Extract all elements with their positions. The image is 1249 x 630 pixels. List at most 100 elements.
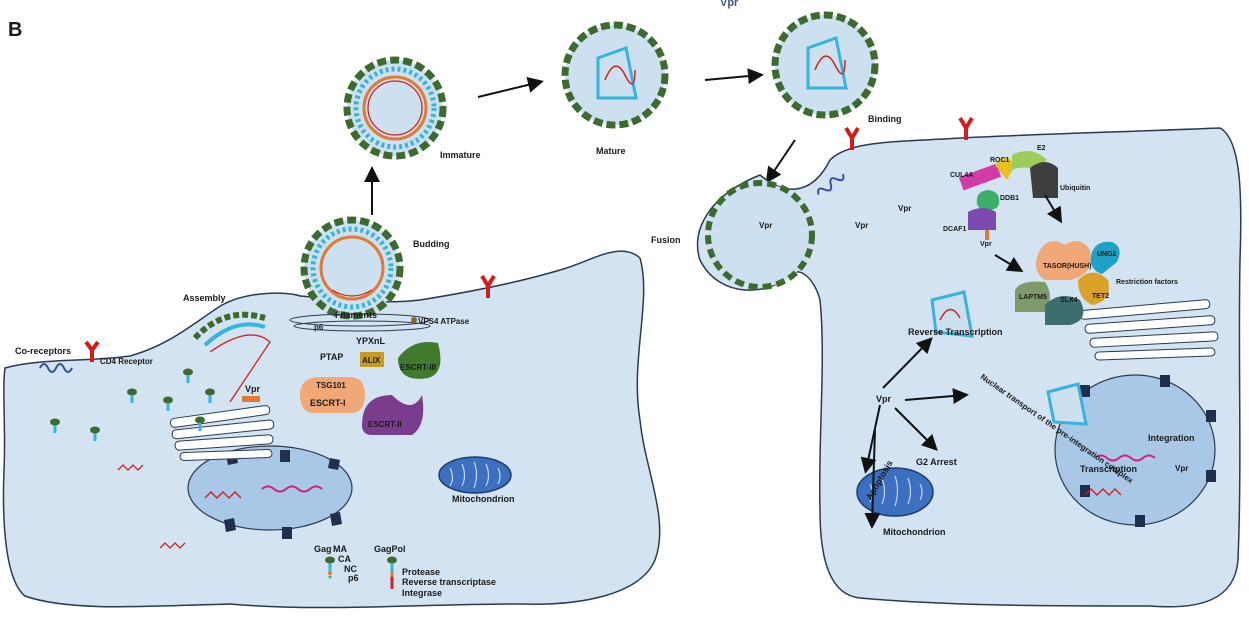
label-mature: Mature <box>596 146 626 156</box>
left-mitochondrion <box>438 456 512 494</box>
label-ung2: UNG2 <box>1097 251 1117 258</box>
label-ma: MA <box>333 544 347 554</box>
label-mitochondrion-right: Mitochondrion <box>883 527 946 537</box>
label-vpr-left: Vpr <box>245 384 261 394</box>
tet2-shape <box>1078 272 1109 305</box>
label-escrt3: ESCRT-III <box>400 363 436 372</box>
slx4-shape <box>1045 296 1084 325</box>
escrt2-shape <box>362 395 424 435</box>
binding-virion <box>771 11 879 119</box>
label-integration: Integration <box>1148 433 1195 443</box>
pic-capsid <box>1046 382 1088 426</box>
label-fusion: Fusion <box>651 235 681 245</box>
mature-virion <box>561 21 669 129</box>
alix-box <box>360 352 384 367</box>
label-gag-p6: p6 <box>348 573 359 583</box>
label-vpr-nucleus: Vpr <box>1175 464 1188 473</box>
right-nuclear-pores <box>1080 375 1216 527</box>
gagpol-legend-icon <box>387 556 397 589</box>
label-laptm5: LAPTM5 <box>1019 294 1047 301</box>
label-tasor: TASOR(HUSH) <box>1043 263 1091 270</box>
label-restriction: Restriction factors <box>1116 279 1178 286</box>
right-cd4-receptor-1 <box>844 126 860 150</box>
label-vpr-fusion-2: Vpr <box>855 221 868 230</box>
label-p6: p6 <box>314 323 324 332</box>
right-co-receptor <box>817 173 845 195</box>
label-reverse-transcription: Reverse Transcription <box>908 327 1003 337</box>
label-vpr-fusion-1: Vpr <box>759 221 772 230</box>
left-host-cell <box>2 250 661 609</box>
ung2-shape <box>1090 241 1120 274</box>
tasor-shape <box>1036 241 1091 280</box>
rt-capsid <box>930 290 974 338</box>
label-immature: Immature <box>440 150 481 160</box>
vps4-dot <box>411 317 417 323</box>
left-nucleus-dna <box>261 485 323 493</box>
label-ddb1: DDB1 <box>1000 195 1019 202</box>
label-dcaf1: DCAF1 <box>943 226 966 233</box>
label-ubiquitin: Ubiquitin <box>1060 185 1090 192</box>
escrt1-shape <box>300 377 365 413</box>
label-tet2: TET2 <box>1092 293 1109 300</box>
escrt-filaments <box>289 313 431 332</box>
label-protease: Protease <box>402 567 440 577</box>
label-binding: Binding <box>868 114 902 124</box>
assembly-site <box>192 311 266 341</box>
label-budding: Budding <box>413 239 450 249</box>
panel-letter: B <box>8 19 22 41</box>
label-ptap: PTAP <box>320 352 343 362</box>
label-ypxnl: YPXnL <box>356 336 386 346</box>
fusion-virion <box>705 180 815 290</box>
label-escrt2: ESCRT-II <box>368 420 402 429</box>
label-vpr-center: Vpr <box>876 394 892 404</box>
label-transcription: Transcription <box>1080 464 1137 474</box>
label-co-receptors: Co-receptors <box>15 346 71 356</box>
label-gag: Gag <box>314 544 332 554</box>
right-mitochondrion <box>856 467 934 517</box>
label-filaments: Filaments <box>335 310 377 320</box>
top-vpr-label: Vpr <box>720 0 739 9</box>
cul4a-shape <box>958 163 1002 191</box>
label-cul4a: CUL4A <box>950 172 973 179</box>
right-er-stack <box>1079 299 1219 361</box>
left-nucleus-rna <box>204 491 242 499</box>
immature-virion <box>343 56 447 160</box>
left-co-receptor <box>39 363 73 373</box>
left-mrna-2 <box>159 542 186 549</box>
roc1-shape <box>995 157 1015 180</box>
label-assembly: Assembly <box>183 293 226 303</box>
label-g2-arrest: G2 Arrest <box>916 457 957 467</box>
escrt3-shape <box>398 342 441 379</box>
right-arrows <box>860 194 1063 529</box>
left-gag-proteins <box>50 368 215 441</box>
left-nucleus <box>187 445 353 531</box>
label-vps4: VPS4 ATPase <box>418 317 470 326</box>
laptm5-shape <box>1015 281 1050 312</box>
label-tsg101: TSG101 <box>316 381 346 390</box>
lifecycle-arrows <box>364 68 796 215</box>
gag-legend-icon <box>325 556 335 579</box>
label-gagpol: GagPol <box>374 544 406 554</box>
label-nc: NC <box>344 564 357 574</box>
left-cd4-receptor-2 <box>480 274 496 298</box>
label-slx4: SLX4 <box>1060 297 1078 304</box>
label-ca: CA <box>338 554 351 564</box>
budding-virion <box>300 216 404 320</box>
right-nucleus-rna <box>1084 488 1122 496</box>
label-e2: E2 <box>1037 145 1046 152</box>
right-cd4-receptor-2 <box>958 116 974 140</box>
label-escrt1: ESCRT-I <box>310 398 346 408</box>
label-integrase: Integrase <box>402 588 442 598</box>
label-rt: Reverse transcriptase <box>402 577 496 587</box>
left-vpr-protein <box>242 396 260 402</box>
right-nucleus-dna <box>1094 454 1156 462</box>
label-roc1: ROC1 <box>990 157 1010 164</box>
left-mrna-1 <box>117 464 144 471</box>
ddb1-shape <box>976 190 1000 210</box>
left-cd4-receptor <box>84 340 100 362</box>
label-alix: ALIX <box>362 356 381 365</box>
dcaf1-shape <box>968 208 996 230</box>
label-cd4-receptor: CD4 Receptor <box>100 357 153 366</box>
